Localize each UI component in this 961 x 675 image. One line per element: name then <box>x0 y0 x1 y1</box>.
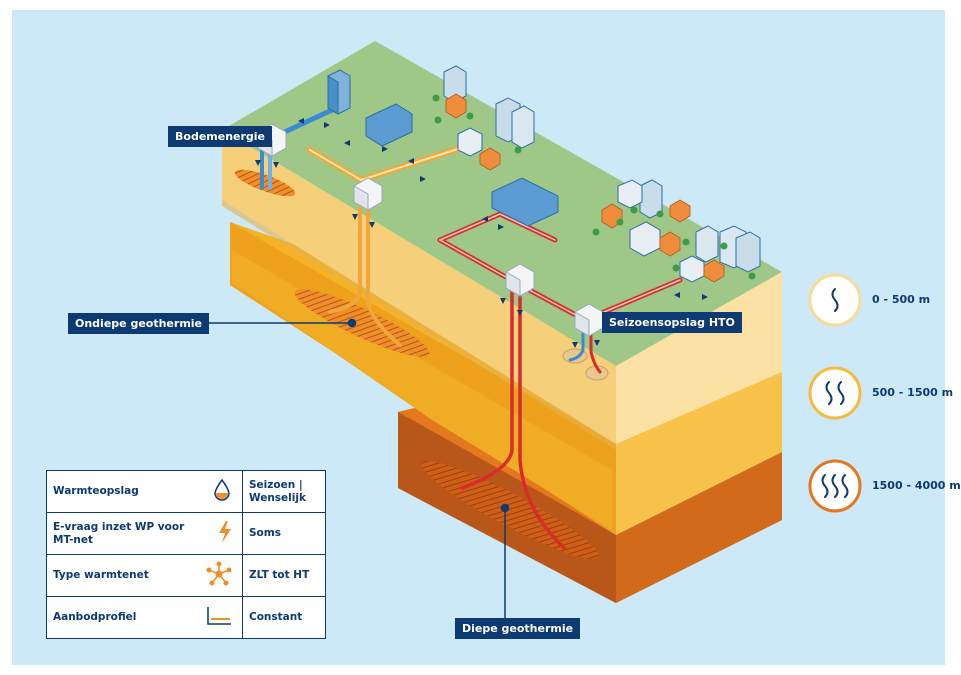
depth-label-shallow: 0 - 500 m <box>872 293 931 306</box>
network-icon <box>206 561 232 591</box>
depth-icon-mid <box>808 366 862 420</box>
lightning-icon <box>218 520 232 547</box>
legend-value: Soms <box>242 512 326 555</box>
callout-bodemenergie: Bodemenergie <box>168 126 273 147</box>
legend-key: Warmteopslag <box>53 485 139 497</box>
callout-diepe-geothermie: Diepe geothermie <box>455 618 581 639</box>
depth-label-deep: 1500 - 4000 m <box>872 479 961 492</box>
well-houses <box>257 123 604 337</box>
legend-value: ZLT tot HT <box>242 554 326 597</box>
flat-profile-icon <box>206 606 232 630</box>
callout-seizoensopslag: Seizoensopslag HTO <box>602 312 742 333</box>
legend-row: E-vraag inzet WP voor MT-net Soms <box>46 512 326 555</box>
deep-layer-side <box>616 452 782 603</box>
flow-arrows <box>255 118 708 348</box>
shallow-layer-face <box>222 130 616 444</box>
legend-key: E-vraag inzet WP voor MT-net <box>53 520 185 546</box>
wells <box>260 148 602 550</box>
legend-table: Warmteopslag Seizoen | Wenselijk E-vraag… <box>46 470 326 639</box>
buildings <box>327 65 761 283</box>
depth-label-mid: 500 - 1500 m <box>872 386 954 399</box>
bodemenergie-aquifer <box>234 169 296 197</box>
legend-value: Constant <box>242 596 326 639</box>
drop-icon <box>212 478 232 506</box>
legend-key: Type warmtenet <box>53 569 149 581</box>
legend-key: Aanbodprofiel <box>53 611 137 623</box>
legend-row: Type warmtenet ZLT tot HT <box>46 554 326 597</box>
legend-value: Seizoen | Wenselijk <box>242 470 326 513</box>
mid-layer-side <box>616 372 782 535</box>
trees <box>432 94 756 280</box>
legend-row: Aanbodprofiel Constant <box>46 596 326 639</box>
legend-row: Warmteopslag Seizoen | Wenselijk <box>46 470 326 513</box>
callout-ondiepe-geothermie: Ondiepe geothermie <box>68 313 210 334</box>
